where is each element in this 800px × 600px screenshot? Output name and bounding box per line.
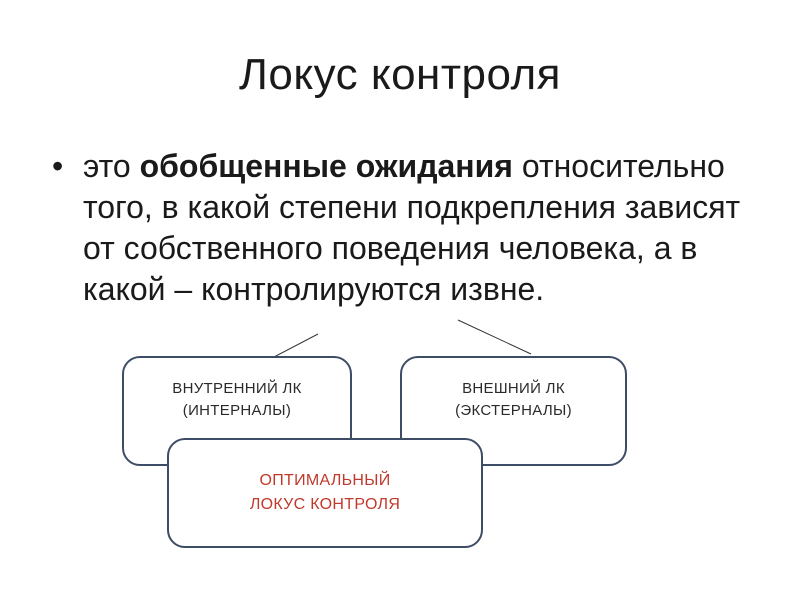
connector-to-external: [457, 319, 532, 355]
internal-locus-subtitle: (ИНТЕРНАЛЫ): [182, 402, 292, 419]
definition-emphasis: обобщенные ожидания: [139, 148, 513, 184]
external-locus-subtitle: (ЭКСТЕРНАЛЫ): [455, 402, 572, 419]
external-locus-title: ВНЕШНИЙ ЛК: [462, 380, 565, 397]
definition-rest: относительно того, в какой степени подкр…: [83, 148, 741, 307]
internal-locus-title: ВНУТРЕННИЙ ЛК: [172, 380, 302, 397]
definition-text: это обобщенные ожидания относительно тог…: [83, 146, 743, 310]
bullet-marker: •: [52, 148, 64, 184]
optimal-locus-box: ОПТИМАЛЬНЫЙ ЛОКУС КОНТРОЛЯ: [167, 438, 483, 548]
optimal-locus-title: ОПТИМАЛЬНЫЙ: [259, 472, 391, 489]
definition-lead: это: [83, 148, 140, 184]
slide-title: Локус контроля: [239, 50, 561, 99]
optimal-locus-subtitle: ЛОКУС КОНТРОЛЯ: [249, 496, 401, 513]
